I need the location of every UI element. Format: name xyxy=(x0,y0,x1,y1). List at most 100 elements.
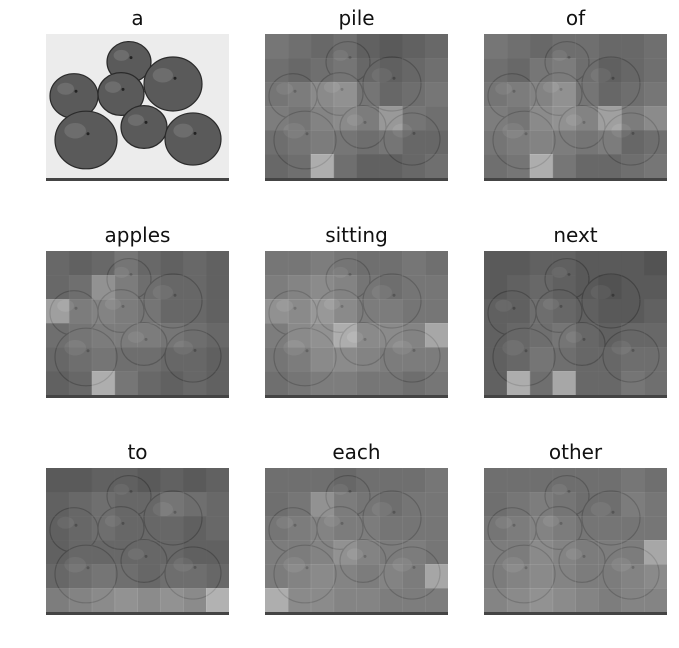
attention-cell xyxy=(265,588,289,612)
attention-cell xyxy=(552,347,577,372)
attention-cell xyxy=(529,106,554,131)
panel-title: pile xyxy=(338,6,375,30)
attention-cell xyxy=(265,34,289,59)
attention-cell xyxy=(529,82,554,107)
attention-cell xyxy=(68,492,93,517)
attention-cell xyxy=(379,130,403,155)
attention-cell xyxy=(160,275,184,300)
attention-cell xyxy=(287,371,312,395)
attention-cell xyxy=(137,588,161,612)
attention-cell xyxy=(91,347,116,372)
attention-cell xyxy=(46,588,70,612)
attention-cell xyxy=(484,58,508,83)
attention-cell xyxy=(402,106,426,131)
attention-cell xyxy=(575,106,599,131)
attention-cell xyxy=(425,82,448,107)
attention-cell xyxy=(356,154,380,178)
attention-cell xyxy=(575,492,599,517)
attention-cell xyxy=(183,516,207,541)
attention-cell xyxy=(183,251,207,276)
attention-cell xyxy=(484,154,508,178)
attention-cell xyxy=(402,251,426,276)
attention-cell xyxy=(206,468,229,493)
attention-cell xyxy=(529,540,554,565)
attention-cell xyxy=(356,516,380,541)
attention-cell xyxy=(575,371,599,395)
attention-cell xyxy=(402,516,426,541)
attention-cell xyxy=(379,540,403,565)
attention-cell xyxy=(506,588,531,612)
attention-cell xyxy=(425,540,448,565)
attention-cell xyxy=(425,347,448,372)
apple-shape xyxy=(143,56,203,112)
attention-cell xyxy=(265,516,289,541)
attention-cell xyxy=(506,468,531,493)
attention-cell xyxy=(552,323,577,348)
attention-cell xyxy=(46,492,70,517)
attention-cell xyxy=(333,106,358,131)
attention-cell xyxy=(46,347,70,372)
attention-cell xyxy=(356,588,380,612)
attention-cell xyxy=(310,540,335,565)
attention-cell xyxy=(160,251,184,276)
attention-cell xyxy=(575,58,599,83)
attention-cell xyxy=(575,516,599,541)
attention-cell xyxy=(484,371,508,395)
attention-cell xyxy=(206,588,229,612)
attention-cell xyxy=(46,323,70,348)
attention-cell xyxy=(575,299,599,324)
attention-cell xyxy=(425,371,448,395)
attention-map xyxy=(484,251,667,398)
attention-cell xyxy=(598,492,622,517)
attention-cell xyxy=(552,468,577,493)
attention-cell xyxy=(425,323,448,348)
attention-cell xyxy=(529,34,554,59)
attention-cell xyxy=(287,106,312,131)
attention-cell xyxy=(644,58,667,83)
attention-cell xyxy=(265,540,289,565)
attention-cell xyxy=(68,347,93,372)
attention-cell xyxy=(379,34,403,59)
attention-cell xyxy=(46,516,70,541)
attention-cell xyxy=(621,130,645,155)
attention-cell xyxy=(310,516,335,541)
attention-cell xyxy=(68,516,93,541)
attention-cell xyxy=(644,323,667,348)
attention-cell xyxy=(91,275,116,300)
attention-cell xyxy=(183,540,207,565)
attention-cell xyxy=(333,371,358,395)
attention-cell xyxy=(575,82,599,107)
attention-cell xyxy=(183,492,207,517)
attention-cell xyxy=(160,323,184,348)
attention-cell xyxy=(356,106,380,131)
attention-cell xyxy=(379,564,403,589)
attention-cell xyxy=(506,299,531,324)
attention-cell xyxy=(310,82,335,107)
attention-cell xyxy=(356,82,380,107)
attention-cell xyxy=(265,82,289,107)
attention-cell xyxy=(425,154,448,178)
attention-cell xyxy=(529,58,554,83)
attention-cell xyxy=(114,323,139,348)
attention-cell xyxy=(529,492,554,517)
attention-cell xyxy=(644,275,667,300)
attention-map-svg xyxy=(265,251,448,395)
attention-cell xyxy=(160,468,184,493)
attention-cell xyxy=(160,540,184,565)
attention-cell xyxy=(160,371,184,395)
attention-cell xyxy=(287,251,312,276)
attention-cell xyxy=(598,564,622,589)
attention-cell xyxy=(425,106,448,131)
attention-cell xyxy=(333,323,358,348)
attention-cell xyxy=(506,251,531,276)
attention-cell xyxy=(621,82,645,107)
attention-cell xyxy=(114,275,139,300)
attention-cell xyxy=(598,347,622,372)
attention-cell xyxy=(425,34,448,59)
attention-cell xyxy=(621,154,645,178)
attention-cell xyxy=(484,82,508,107)
attention-cell xyxy=(575,130,599,155)
attention-cell xyxy=(529,371,554,395)
attention-cell xyxy=(575,275,599,300)
attention-cell xyxy=(137,251,161,276)
